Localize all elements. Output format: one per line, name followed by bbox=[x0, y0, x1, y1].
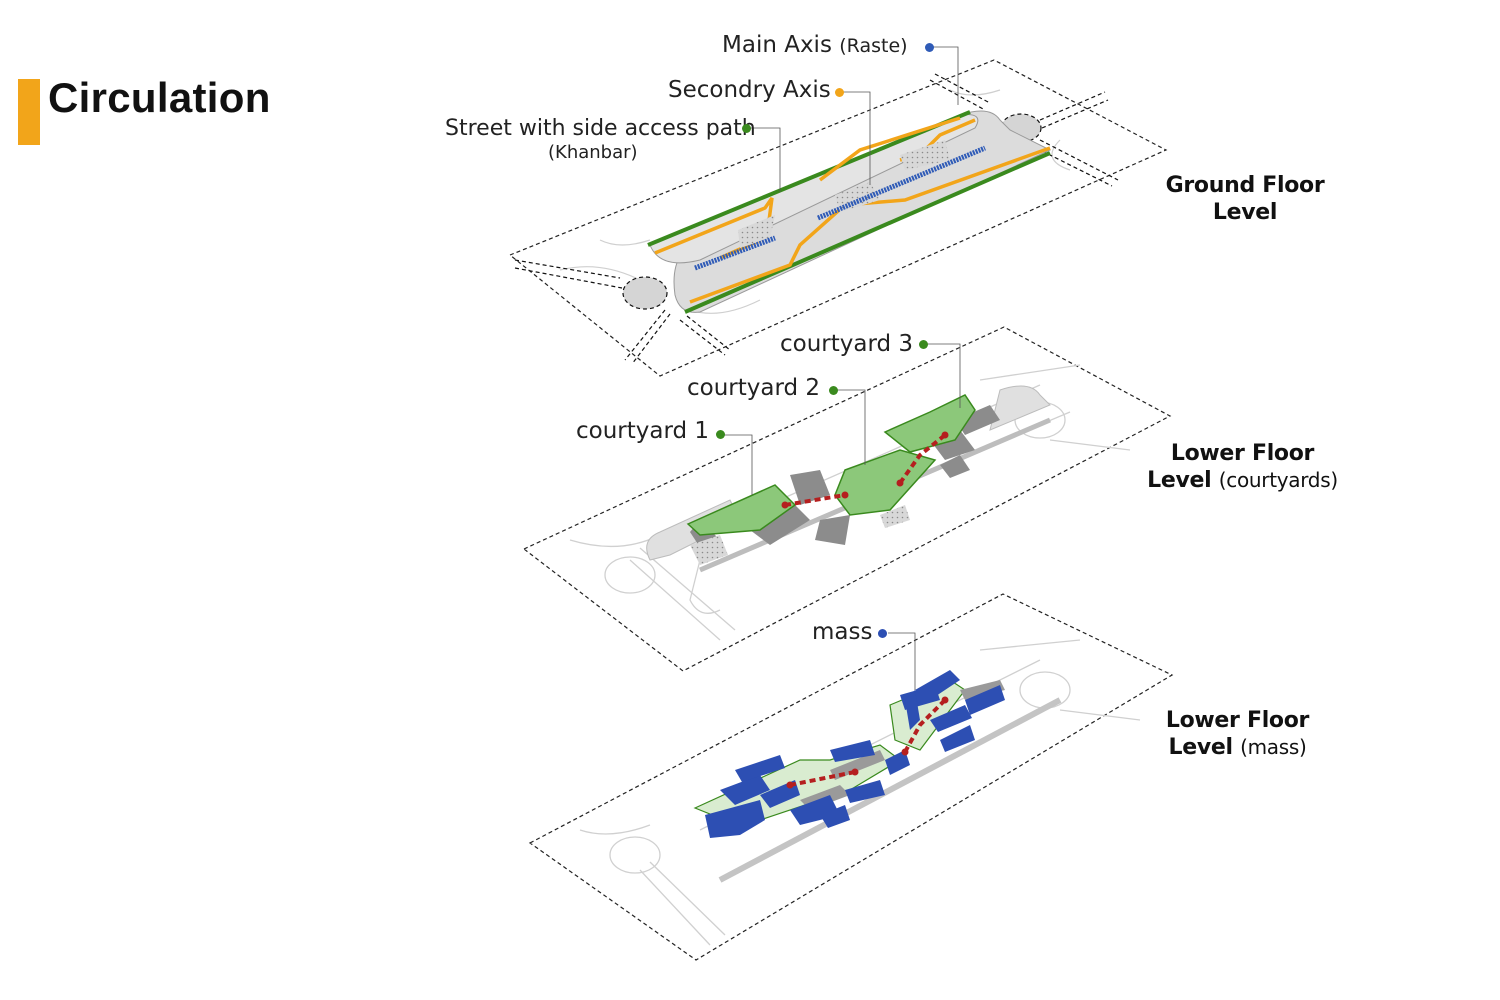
main-axis-marker-icon bbox=[925, 43, 934, 52]
title-accent-bar bbox=[18, 79, 40, 145]
mass-node-3 bbox=[901, 748, 909, 756]
mass-node-1 bbox=[786, 781, 794, 789]
label-secondary-axis: Secondry Axis bbox=[668, 77, 831, 103]
level-mass-sub: (mass) bbox=[1240, 735, 1307, 759]
circulation-node-2 bbox=[841, 491, 849, 499]
main-axis-east bbox=[817, 145, 986, 221]
label-main-axis: Main Axis (Raste) bbox=[722, 32, 908, 58]
level-mass-title: Lower Floor Level (mass) bbox=[1150, 707, 1325, 761]
street-edge-north bbox=[647, 110, 971, 247]
ground-street-network bbox=[559, 89, 1071, 314]
level-mass-line2: Level (mass) bbox=[1150, 734, 1325, 761]
level-ground-title: Ground Floor Level bbox=[1160, 172, 1330, 226]
courtyard-1-marker-icon bbox=[716, 430, 725, 439]
level-courtyards-title: Lower Floor Level (courtyards) bbox=[1140, 440, 1345, 494]
courtyards-floor-plate bbox=[522, 326, 1172, 672]
level-mass-line2-text: Level bbox=[1168, 735, 1234, 760]
ground-floor-outline bbox=[508, 59, 1168, 377]
courtyards-circulation-path bbox=[784, 433, 947, 507]
mass-floor-plate bbox=[528, 593, 1174, 961]
main-axis-west bbox=[694, 235, 776, 271]
courtyard-3-area bbox=[883, 394, 976, 453]
label-main-axis-text: Main Axis bbox=[722, 32, 832, 58]
roundabout-west bbox=[622, 276, 668, 310]
street-marker-icon bbox=[742, 124, 751, 133]
level-courtyards-line2: Level (courtyards) bbox=[1140, 467, 1345, 494]
circulation-node-4 bbox=[941, 431, 949, 439]
mass-leader bbox=[888, 632, 916, 690]
courtyard-2-area bbox=[834, 449, 937, 516]
level-mass-line1: Lower Floor bbox=[1165, 708, 1310, 733]
mass-node-4 bbox=[941, 696, 949, 704]
mass-street-s bbox=[718, 697, 1062, 883]
street-edge-south bbox=[684, 151, 1051, 314]
label-courtyard-3: courtyard 3 bbox=[780, 331, 914, 357]
courtyard-3-marker-icon bbox=[919, 340, 928, 349]
courtyards-strip-e bbox=[989, 385, 1051, 431]
ground-hatch-3 bbox=[900, 140, 950, 170]
courtyard-1-area bbox=[686, 484, 797, 536]
ground-floor-plate bbox=[508, 46, 1168, 377]
mass-floor-outline bbox=[528, 593, 1174, 961]
courtyards-hatch-1 bbox=[690, 535, 728, 565]
courtyard-2-marker-icon bbox=[829, 386, 838, 395]
label-courtyard-1: courtyard 1 bbox=[576, 418, 710, 444]
secondary-axis-marker-icon bbox=[835, 88, 844, 97]
ground-strip bbox=[673, 110, 1052, 313]
circulation-node-3 bbox=[896, 479, 904, 487]
level-ground-line2: Level bbox=[1212, 200, 1278, 225]
label-mass: mass bbox=[812, 619, 873, 645]
label-courtyard-2: courtyard 2 bbox=[687, 375, 821, 401]
courtyards-leaders bbox=[722, 343, 961, 495]
label-main-axis-sub: (Raste) bbox=[839, 35, 908, 57]
level-courtyards-sub: (courtyards) bbox=[1218, 468, 1338, 492]
courtyards-hatch-2 bbox=[880, 505, 910, 528]
mass-node-2 bbox=[851, 768, 859, 776]
mass-blocks bbox=[705, 670, 1005, 838]
ground-leaders bbox=[750, 46, 959, 192]
ground-access-roads bbox=[514, 73, 1119, 365]
level-courtyards-line1: Lower Floor bbox=[1170, 441, 1315, 466]
label-street-sub: (Khanbar) bbox=[548, 142, 638, 163]
label-street: Street with side access path bbox=[445, 116, 756, 141]
courtyards-floor-outline bbox=[522, 326, 1172, 672]
page-title: Circulation bbox=[48, 74, 271, 121]
level-courtyards-line2-text: Level bbox=[1147, 468, 1212, 493]
ground-hatch-1 bbox=[738, 215, 775, 248]
mass-marker-icon bbox=[878, 629, 887, 638]
circulation-node-1 bbox=[781, 501, 789, 509]
level-ground-line1: Ground Floor bbox=[1165, 173, 1325, 198]
mass-circulation-path bbox=[789, 698, 947, 787]
